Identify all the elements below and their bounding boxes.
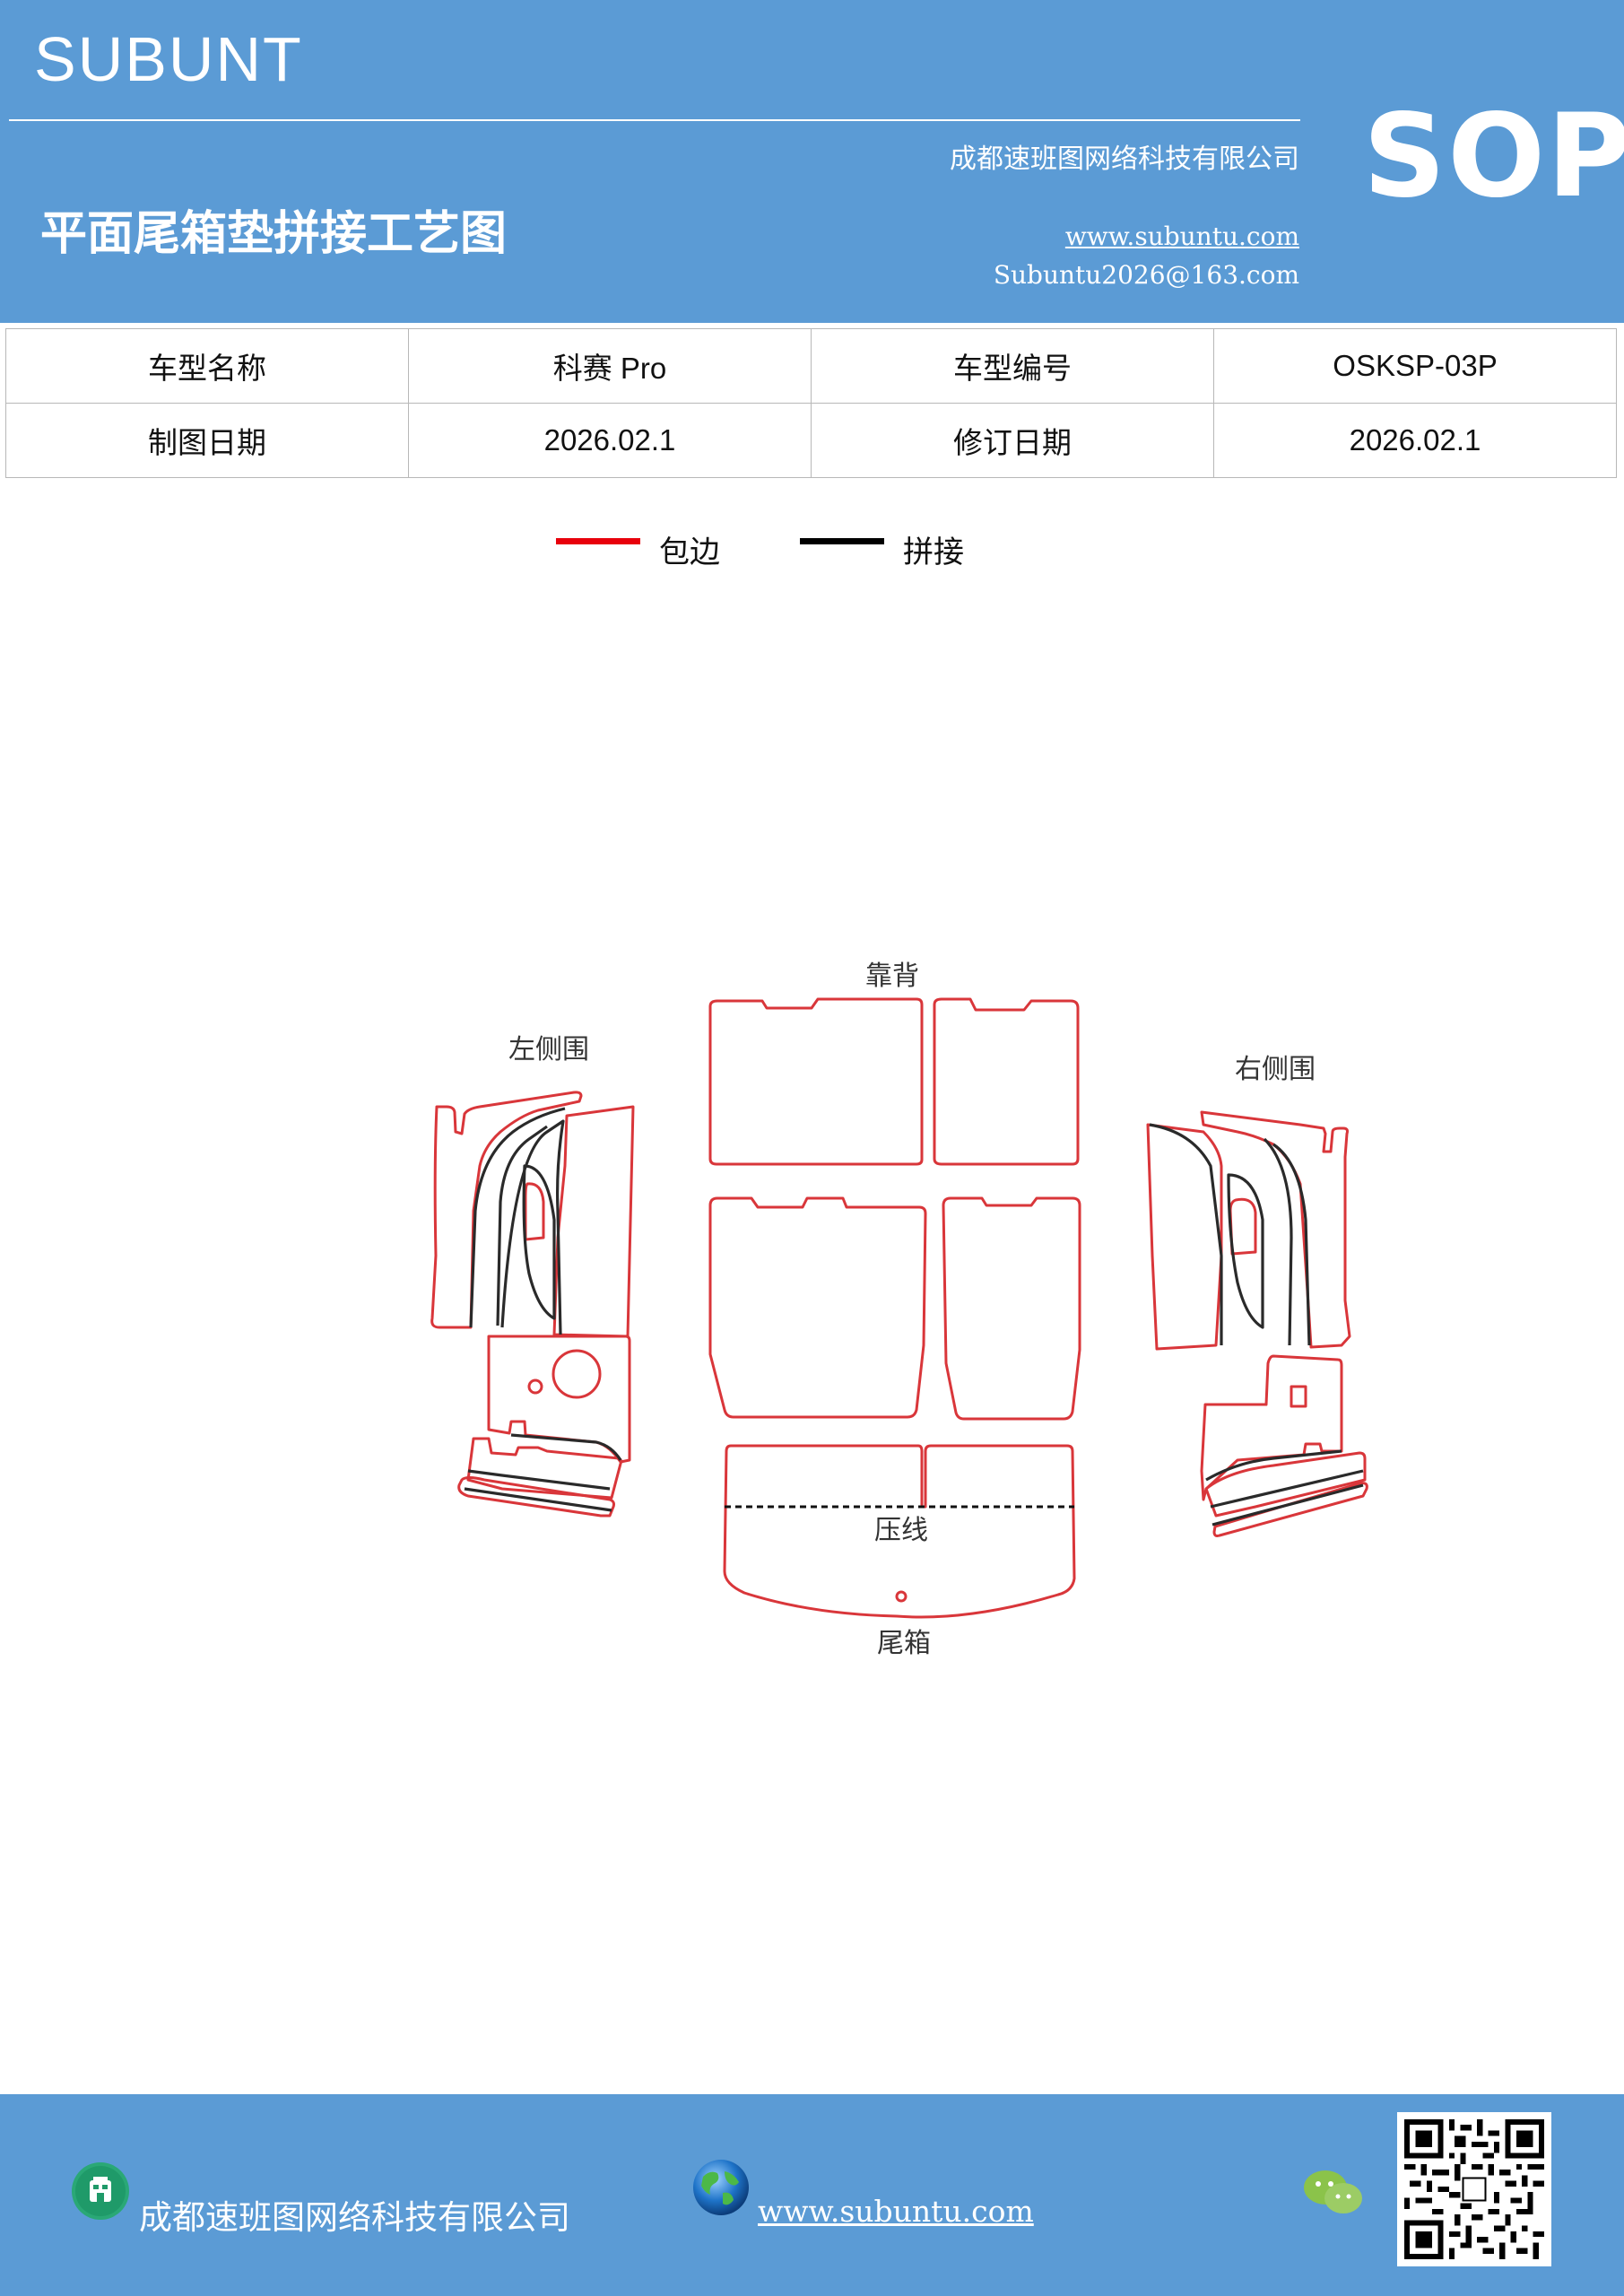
seat-right-panel [942, 1196, 1081, 1421]
right-side-strip [1212, 1482, 1368, 1537]
model-name-label: 车型名称 [5, 328, 409, 404]
left-side-window [524, 1182, 545, 1241]
left-side-strip [457, 1476, 615, 1518]
left-seam-curve-outer [469, 1107, 566, 1328]
left-seam-curve-inner [496, 1125, 548, 1326]
right-seam-curve-inner [1272, 1143, 1311, 1346]
left-seam-teardrop [500, 1119, 565, 1335]
company-name: 成都速班图网络科技有限公司 [950, 144, 1299, 175]
edge-legend-label: 包边 [659, 535, 720, 570]
draw-date-label: 制图日期 [5, 403, 409, 478]
right-seam-lower [1210, 1469, 1364, 1509]
left-seam-lower [467, 1469, 611, 1491]
trunk-hole [895, 1590, 908, 1603]
footer-website-link[interactable]: www.subuntu.com [758, 2194, 1034, 2229]
qr-code [1397, 2112, 1551, 2266]
model-code-label: 车型编号 [811, 328, 1214, 404]
left-seam-window [522, 1164, 556, 1320]
globe-icon [693, 2160, 749, 2215]
left-seam-strip [464, 1487, 612, 1512]
vehicle-info-table: 车型名称 科赛 Pro 车型编号 OSKSP-03P 制图日期 2026.02.… [5, 328, 1617, 478]
crease-label: 压线 [874, 1515, 928, 1546]
backrest-left-panel [708, 997, 924, 1166]
left-side-mid-panel [487, 1335, 631, 1464]
trunk-panel [723, 1444, 1076, 1619]
seat-left-panel [708, 1196, 927, 1419]
right-side-lower-panel [1204, 1451, 1367, 1518]
legend: 包边 拼接 [0, 527, 1624, 572]
right-seam-strip [1211, 1483, 1364, 1526]
model-code-value: OSKSP-03P [1213, 328, 1617, 404]
brand-name: SUBUNT [34, 24, 303, 94]
right-seam-mid [1205, 1449, 1342, 1482]
website-link[interactable]: www.subuntu.com [1064, 222, 1299, 251]
page-header: SUBUNT 成都速班图网络科技有限公司 平面尾箱垫拼接工艺图 www.subu… [0, 0, 1624, 323]
right-seam-teardrop [1263, 1137, 1293, 1346]
right-side-label: 右侧围 [1235, 1054, 1316, 1085]
right-seam-window [1227, 1173, 1264, 1329]
edge-legend-swatch [556, 538, 640, 544]
seam-legend-label: 拼接 [903, 535, 964, 570]
left-seam-mid [510, 1433, 622, 1461]
right-side-window [1229, 1197, 1257, 1256]
header-divider [9, 119, 1300, 121]
backrest-label: 靠背 [865, 961, 919, 992]
model-name-value: 科赛 Pro [408, 328, 812, 404]
footer-company-name: 成都速班图网络科技有限公司 [139, 2198, 570, 2237]
sop-badge: SOP [1363, 90, 1624, 223]
left-side-small-hole [527, 1378, 543, 1395]
page-footer: 成都速班图网络科技有限公司 www.subuntu.com [0, 2094, 1624, 2296]
wechat-icon[interactable] [1302, 2166, 1365, 2220]
left-side-upper-panel [552, 1105, 635, 1338]
email-address: Subuntu2026@163.com [993, 260, 1299, 290]
backrest-right-panel [933, 997, 1080, 1166]
trunk-mat-diagram: 靠背 左侧围 右侧围 压线 尾箱 [430, 961, 1368, 1659]
left-side-label: 左侧围 [508, 1034, 589, 1065]
seam-legend-swatch [800, 538, 884, 544]
document-title: 平面尾箱垫拼接工艺图 [40, 206, 508, 261]
trunk-label: 尾箱 [877, 1628, 931, 1659]
left-side-outer-panel [430, 1091, 583, 1329]
right-side-square-hole [1290, 1385, 1307, 1408]
draw-date-value: 2026.02.1 [408, 403, 812, 478]
right-seam-curve-outer [1149, 1123, 1223, 1345]
table-row: 制图日期 2026.02.1 修订日期 2026.02.1 [5, 403, 1617, 478]
revise-date-value: 2026.02.1 [1213, 403, 1617, 478]
left-side-large-hole [551, 1349, 602, 1399]
building-icon [72, 2162, 129, 2220]
right-side-upper-panel [1146, 1123, 1223, 1351]
revise-date-label: 修订日期 [811, 403, 1214, 478]
table-row: 车型名称 科赛 Pro 车型编号 OSKSP-03P [5, 328, 1617, 404]
